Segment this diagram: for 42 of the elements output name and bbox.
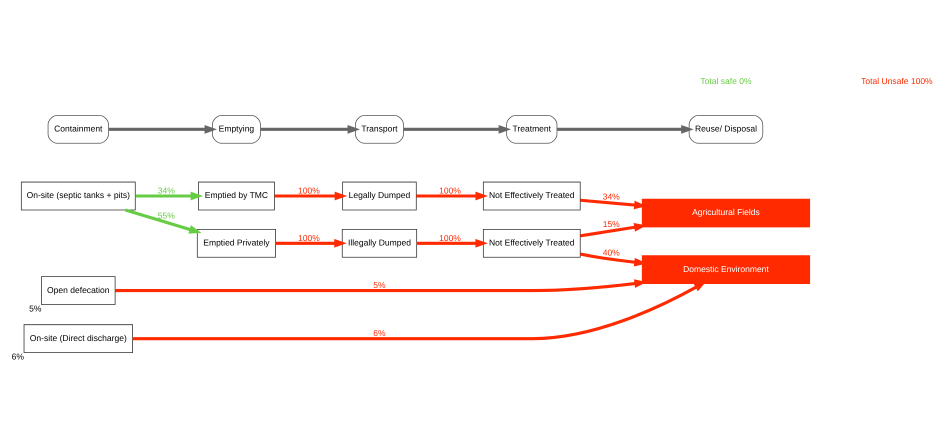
label: Total Unsafe 100% xyxy=(861,76,933,86)
edge-label: 40% xyxy=(602,248,620,258)
label: Total safe 0% xyxy=(700,76,752,86)
arrow xyxy=(132,281,706,340)
node-box: Emptying xyxy=(212,115,261,144)
node-label: 6% xyxy=(12,351,24,362)
edge-label: 55% xyxy=(158,210,175,220)
node-box: Emptied by TMC xyxy=(198,182,275,210)
arrow xyxy=(557,124,694,134)
node-box: Containment xyxy=(48,115,109,144)
arrow xyxy=(108,124,218,134)
arrow xyxy=(404,124,512,134)
arrow xyxy=(276,238,347,248)
node-box: Not Effectively Treated xyxy=(482,228,581,258)
node-box: Reuse/ Disposal xyxy=(688,115,764,144)
node-box: Not Effectively Treated xyxy=(482,182,581,210)
node-box: Treatment xyxy=(506,115,558,144)
node-box: Legally Dumped xyxy=(342,182,417,210)
node-box: On-site (Direct discharge) xyxy=(24,324,133,353)
node-box: Open defecation xyxy=(41,276,116,305)
edge-label: 100% xyxy=(298,232,320,243)
edge-label: 15% xyxy=(602,218,620,229)
edge-label: 100% xyxy=(298,186,320,196)
edge-label: 34% xyxy=(602,192,620,202)
node-box: Domestic Environment xyxy=(642,255,810,284)
arrow xyxy=(416,192,488,200)
node-box: Agricultural Fields xyxy=(642,198,810,228)
node-box: On-site (septic tanks + pits) xyxy=(20,182,136,210)
arrow xyxy=(260,124,360,134)
arrow xyxy=(135,192,204,200)
arrow xyxy=(124,208,202,234)
node-box: Emptied Privately xyxy=(196,228,276,258)
edge-label: 5% xyxy=(373,280,386,290)
edge-label: 6% xyxy=(373,328,386,338)
node-box: Illegally Dumped xyxy=(342,228,418,258)
edge-label: 100% xyxy=(439,232,461,243)
edge-label: 100% xyxy=(439,186,461,196)
edge-label: 34% xyxy=(158,186,175,196)
arrow xyxy=(274,192,348,200)
arrow xyxy=(416,238,488,248)
node-box: Transport xyxy=(355,115,404,144)
node-label: 5% xyxy=(29,303,42,314)
